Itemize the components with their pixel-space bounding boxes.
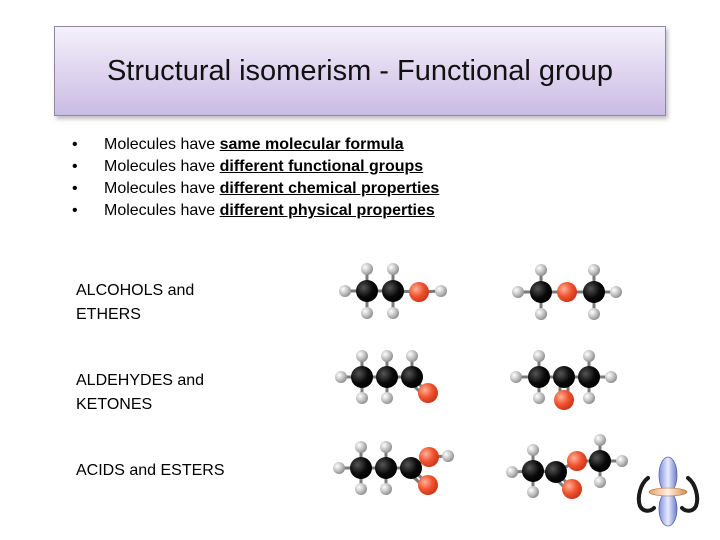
bullet-dot: • bbox=[72, 180, 78, 197]
slide-title: Structural isomerism - Functional group bbox=[106, 54, 614, 87]
bullet-emphasis: different chemical properties bbox=[219, 180, 440, 197]
bullet-item: • Molecules have different chemical prop… bbox=[72, 178, 439, 200]
row-label-line: ALDEHYDES and bbox=[76, 372, 205, 389]
bullet-emphasis: same molecular formula bbox=[219, 136, 404, 153]
methyl-ethanoate-molecule bbox=[506, 434, 628, 499]
row-label-line: ALCOHOLS and bbox=[76, 282, 195, 299]
bullet-emphasis: different physical properties bbox=[219, 202, 435, 219]
title-box: Structural isomerism - Functional group bbox=[54, 26, 666, 116]
row-label-acids-esters: ACIDS and ESTERS bbox=[76, 459, 236, 483]
bullet-dot: • bbox=[72, 158, 78, 175]
bullet-dot: • bbox=[72, 136, 78, 153]
propanoic-acid-molecule bbox=[333, 441, 454, 495]
dimethyl-ether-molecule bbox=[512, 264, 622, 320]
bullet-item: • Molecules have same molecular formula bbox=[72, 134, 439, 156]
bullet-item: • Molecules have different physical prop… bbox=[72, 200, 439, 222]
row-label-line: KETONES bbox=[76, 396, 153, 413]
orbital-model-icon bbox=[636, 456, 700, 527]
bullet-prefix: Molecules have bbox=[104, 158, 220, 175]
ethanol-molecule bbox=[339, 263, 447, 319]
row-label-line: ETHERS bbox=[76, 306, 141, 323]
bullet-list: • Molecules have same molecular formula … bbox=[72, 134, 439, 222]
bullet-prefix: Molecules have bbox=[104, 202, 220, 219]
propanone-molecule bbox=[510, 350, 617, 410]
bullet-dot: • bbox=[72, 202, 78, 219]
row-label-alcohols-ethers: ALCOHOLS and ETHERS bbox=[76, 279, 236, 327]
bullet-prefix: Molecules have bbox=[104, 180, 220, 197]
propanal-molecule bbox=[335, 350, 438, 404]
row-label-aldehydes-ketones: ALDEHYDES and KETONES bbox=[76, 369, 236, 417]
bullet-prefix: Molecules have bbox=[104, 136, 220, 153]
bullet-emphasis: different functional groups bbox=[219, 158, 424, 175]
bullet-item: • Molecules have different functional gr… bbox=[72, 156, 439, 178]
row-label-line: ACIDS and ESTERS bbox=[76, 462, 225, 479]
